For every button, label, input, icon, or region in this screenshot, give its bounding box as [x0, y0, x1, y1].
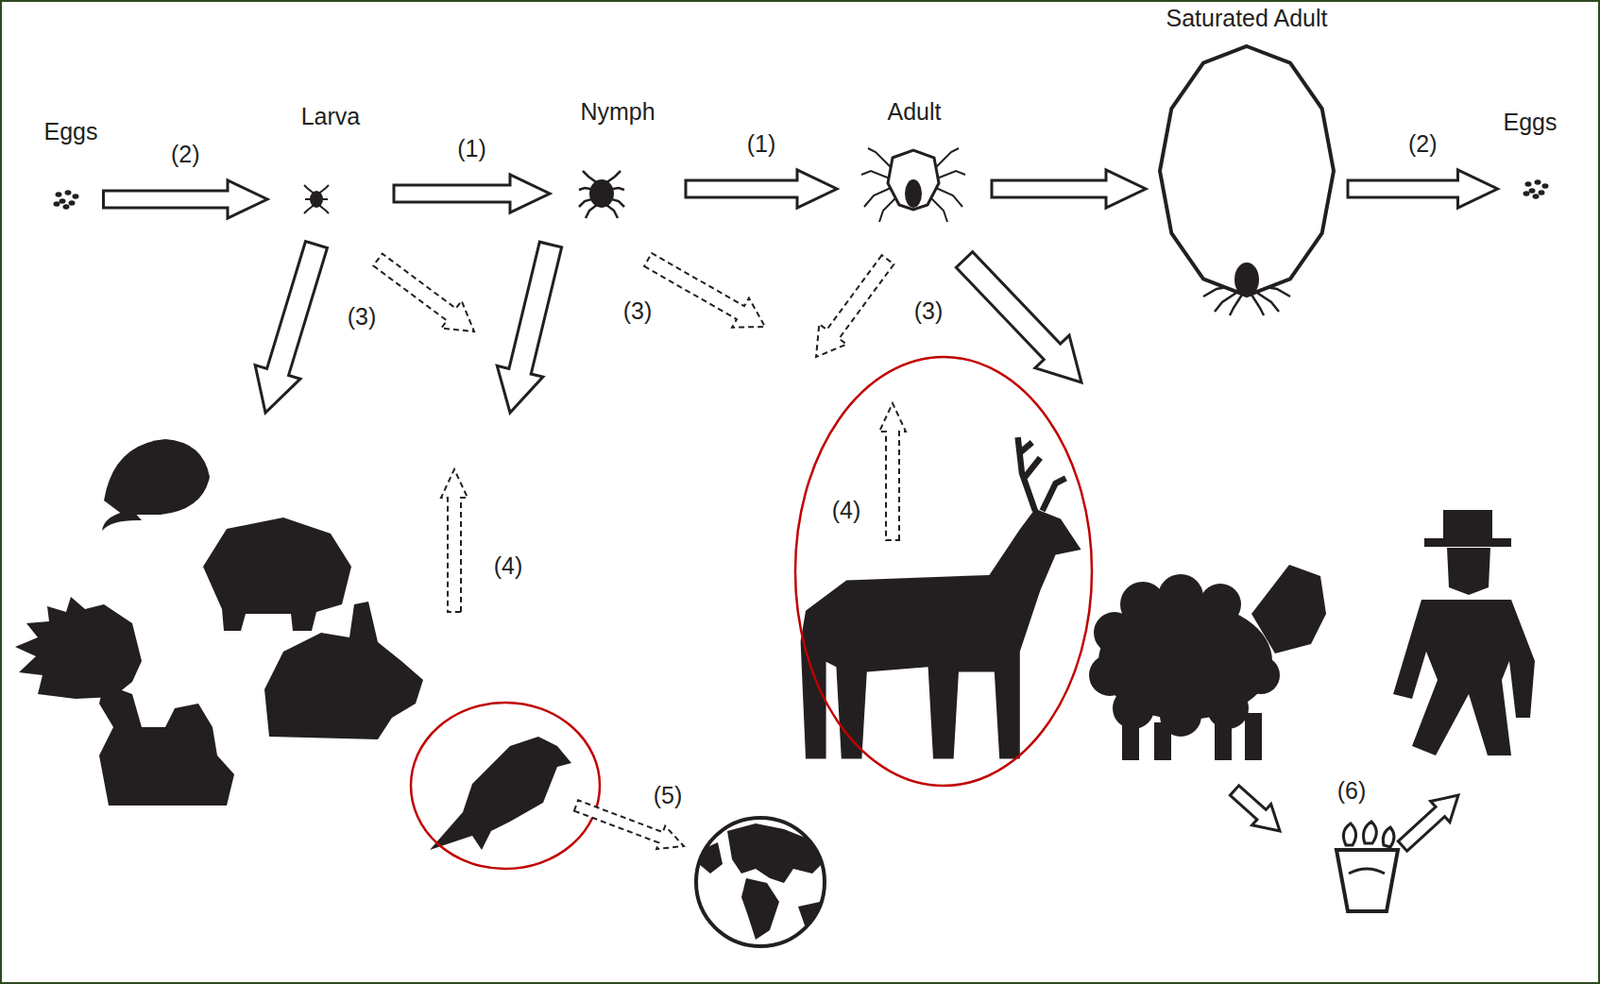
mole-silhouette	[203, 517, 352, 631]
egg-dot	[1525, 181, 1532, 188]
engorged-tick-icon	[1159, 46, 1334, 296]
step-number: (1)	[747, 129, 777, 158]
highlight-circle	[410, 702, 600, 869]
egg-dot	[1542, 183, 1549, 189]
tick-scutum	[904, 179, 922, 208]
mouse-tail	[102, 510, 142, 531]
life-stage: Saturated Adult	[1147, 3, 1346, 316]
step-number: (1)	[457, 134, 487, 163]
bird-silhouette	[429, 736, 572, 851]
callout-number: (4)	[832, 495, 862, 525]
tick-stages	[53, 46, 1549, 316]
adult-icon	[887, 150, 939, 210]
stage-label: Saturated Adult	[1166, 3, 1328, 33]
hollow-arrow	[1397, 795, 1459, 852]
stage-arrow	[393, 174, 550, 213]
callout-number: (3)	[623, 296, 653, 325]
egg-dot	[1538, 189, 1546, 196]
tick-leg	[1254, 290, 1279, 312]
dashed-arrow	[441, 469, 468, 613]
hollow-arrow	[1229, 785, 1280, 832]
step-number: (2)	[1408, 129, 1438, 158]
callout-number: (5)	[653, 781, 683, 810]
hollow-arrow	[496, 241, 562, 413]
dashed-arrow	[644, 253, 766, 328]
tick-leg	[934, 148, 959, 170]
callout-number: (3)	[347, 302, 377, 331]
egg-dot	[1523, 190, 1531, 197]
dashed-arrow	[816, 255, 894, 358]
dashed-arrow	[373, 254, 475, 332]
life-stage: Larva	[269, 102, 392, 221]
life-stage: Eggs	[1499, 107, 1562, 212]
rabbit-silhouette	[264, 601, 424, 740]
tick-leg	[879, 197, 897, 222]
life-stage: Eggs	[40, 117, 103, 222]
stage-arrow	[685, 170, 837, 208]
tick-leg	[936, 187, 963, 207]
step-number: (2)	[170, 139, 201, 169]
highlight-circle	[795, 357, 1092, 786]
stage-label: Eggs	[44, 117, 99, 146]
callout-number: (6)	[1337, 776, 1367, 805]
stage-arrow	[102, 180, 268, 219]
egg-dot	[63, 204, 70, 210]
tick-leg	[864, 187, 891, 207]
life-stage: Nymph	[551, 97, 684, 221]
egg-dot	[1529, 187, 1536, 194]
egg-dot	[68, 200, 76, 206]
egg-dot	[55, 191, 63, 198]
tick-leg	[1229, 294, 1243, 316]
stage-label: Adult	[887, 97, 942, 126]
dashed-arrow	[879, 403, 906, 541]
larva-icon	[309, 190, 324, 208]
squirrel-silhouette	[99, 683, 235, 806]
callout-number: (4)	[493, 551, 524, 580]
stage-label: Nymph	[579, 97, 655, 126]
stage-label: Eggs	[1503, 107, 1558, 137]
tick-leg	[1251, 294, 1264, 316]
egg-dot	[53, 201, 61, 207]
stage-arrow	[991, 170, 1146, 208]
egg-dot	[72, 193, 80, 200]
tick-head	[1234, 262, 1260, 297]
stage-arrow	[1347, 170, 1498, 208]
tick-leg	[930, 197, 948, 222]
egg-dot	[59, 198, 67, 205]
tick-leg	[861, 170, 890, 179]
egg-dot	[1532, 193, 1540, 200]
stage-label: Larva	[301, 102, 361, 131]
tick-leg	[1214, 290, 1240, 312]
person-silhouette	[1393, 510, 1535, 756]
path-arrows	[255, 241, 1459, 852]
hedgehog-silhouette	[15, 596, 142, 699]
sheep-silhouette	[1089, 564, 1327, 761]
life-stage: Adult	[838, 97, 990, 235]
cup	[1336, 821, 1398, 912]
hollow-arrow	[955, 252, 1082, 383]
deer-silhouette	[800, 437, 1082, 759]
globe	[696, 817, 827, 947]
hollow-arrow	[255, 241, 327, 413]
mouse-silhouette	[103, 439, 210, 515]
tick-leg	[936, 170, 966, 179]
tick-leg	[868, 148, 893, 170]
nymph-icon	[589, 179, 614, 208]
egg-dot	[1534, 179, 1542, 186]
callout-number: (3)	[914, 296, 944, 325]
egg-dot	[65, 189, 72, 196]
host-animals	[15, 437, 1535, 851]
